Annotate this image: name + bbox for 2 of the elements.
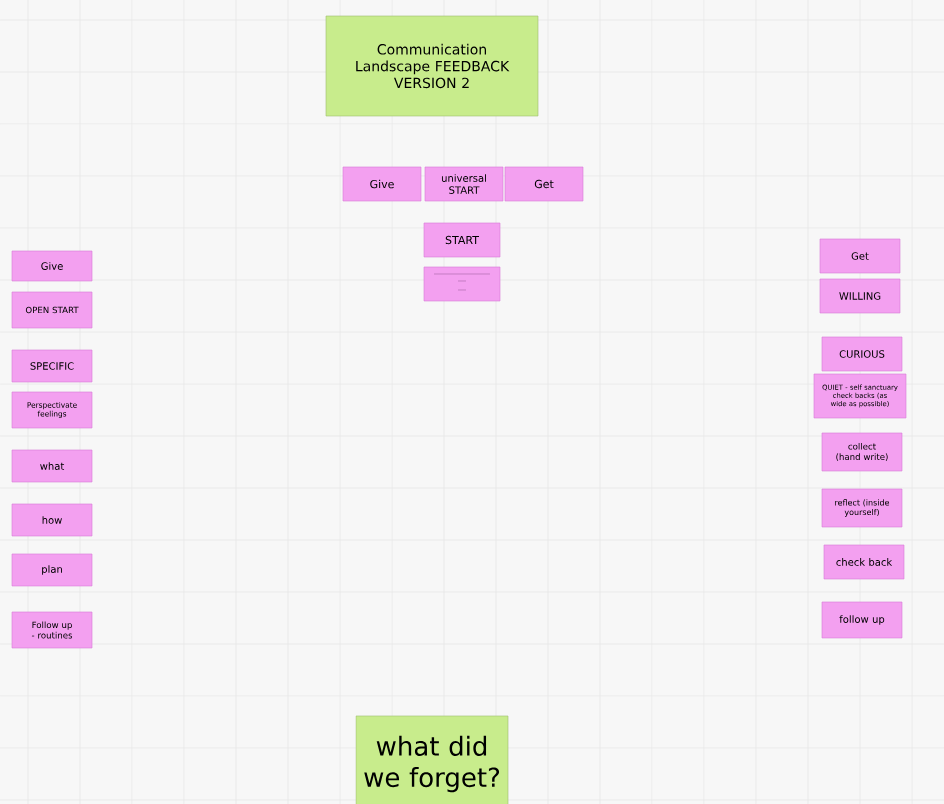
sticky-note: what did we forget? xyxy=(355,715,509,804)
empty-sticky-note xyxy=(423,266,501,302)
